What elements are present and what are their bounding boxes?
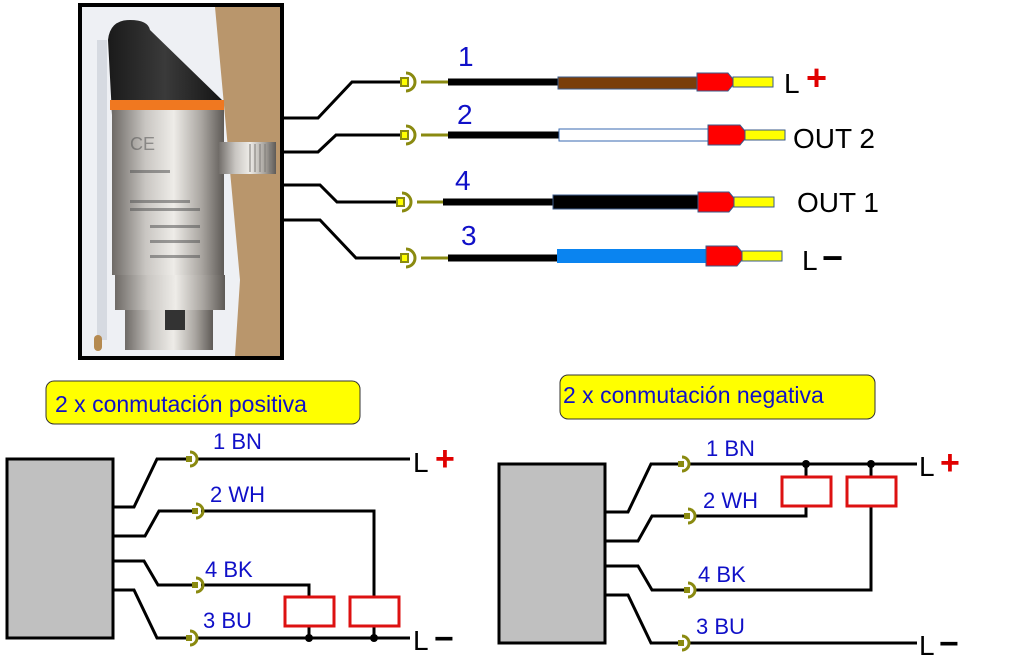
sensor-photo: CE bbox=[78, 3, 284, 360]
sensor-block bbox=[497, 462, 607, 645]
wire-label: 3 BU bbox=[203, 608, 252, 633]
load-1 bbox=[780, 475, 833, 508]
load-1 bbox=[283, 595, 336, 628]
sensor-block bbox=[5, 457, 115, 640]
positive-switching-diagram: 2 x conmutación positiva 1 BN 2 WH 4 BK … bbox=[5, 380, 455, 658]
wire-2 bbox=[398, 124, 786, 146]
load-2 bbox=[348, 595, 401, 628]
plus-sign: + bbox=[806, 57, 827, 98]
wire-label: 1 BN bbox=[706, 436, 755, 461]
plus-sign: + bbox=[435, 440, 455, 478]
orange-ring bbox=[110, 100, 224, 110]
svg-text:CE: CE bbox=[130, 134, 155, 154]
diagram-title: 2 x conmutación positiva bbox=[55, 391, 307, 417]
minus-sign: − bbox=[939, 625, 959, 663]
plus-sign: + bbox=[940, 444, 960, 482]
pin-number: 1 bbox=[458, 41, 474, 72]
pin-number: 3 bbox=[461, 220, 477, 251]
diagram-title: 2 x conmutación negativa bbox=[563, 382, 824, 408]
signal-label: L bbox=[802, 245, 818, 276]
l-plus-label: L bbox=[413, 447, 429, 478]
pin-number: 4 bbox=[455, 165, 471, 196]
load-2 bbox=[845, 475, 898, 508]
title-box bbox=[45, 380, 361, 425]
negative-switching-diagram: 2 x conmutación negativa 1 BN 2 WH 4 BK … bbox=[497, 374, 960, 663]
minus-sign: − bbox=[822, 237, 843, 278]
title-box bbox=[559, 374, 876, 420]
signal-label: OUT 1 bbox=[797, 187, 879, 218]
wire-label: 4 BK bbox=[698, 562, 746, 587]
l-minus-label: L bbox=[413, 625, 429, 656]
l-minus-label: L bbox=[919, 630, 935, 661]
top-wiring bbox=[282, 80, 405, 260]
wire-4 bbox=[394, 191, 775, 213]
wire-label: 3 BU bbox=[696, 614, 745, 639]
wire-label: 2 WH bbox=[703, 488, 758, 513]
wire-1 bbox=[398, 71, 774, 93]
signal-label: OUT 2 bbox=[793, 123, 875, 154]
wire-label: 2 WH bbox=[210, 482, 265, 507]
minus-sign: − bbox=[434, 620, 454, 658]
wire-3 bbox=[398, 245, 783, 269]
signal-label: L bbox=[784, 68, 800, 99]
wire-label: 4 BK bbox=[205, 557, 253, 582]
wire-label: 1 BN bbox=[213, 429, 262, 454]
l-plus-label: L bbox=[919, 451, 935, 482]
pin-number: 2 bbox=[457, 99, 473, 130]
